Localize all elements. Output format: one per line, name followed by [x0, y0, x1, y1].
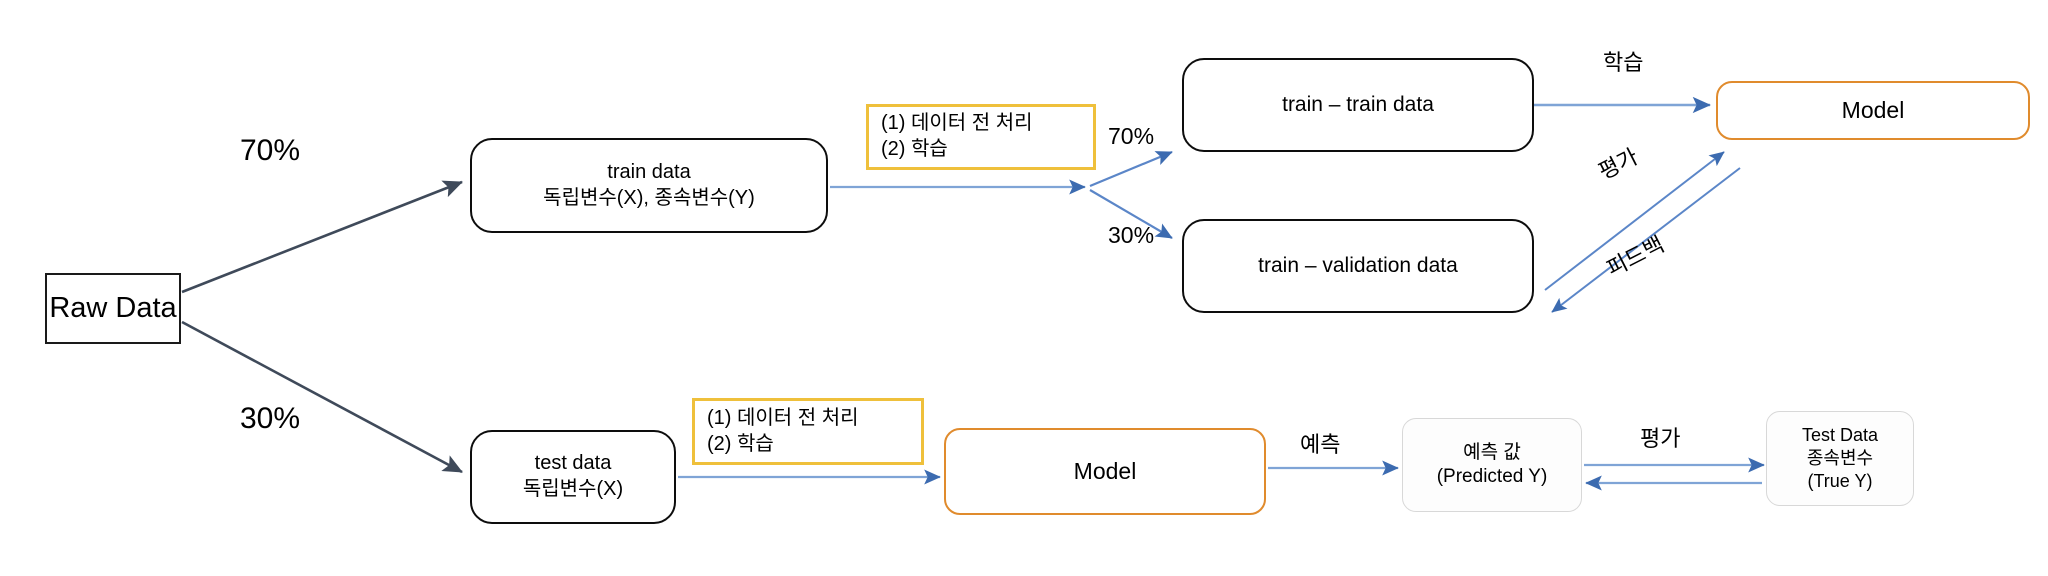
note-preprocess-top-line1: (1) 데이터 전 처리: [881, 112, 1033, 135]
edge-label-train-to-model: 학습: [1603, 50, 1644, 75]
note-preprocess-bottom-line1: (1) 데이터 전 처리: [707, 406, 859, 429]
edge-label-raw-to-test: 30%: [240, 402, 301, 435]
edge-label-evaluate: 평가: [1594, 143, 1642, 185]
node-true-y[interactable]: Test Data 종속변수 (True Y): [1766, 411, 1914, 506]
node-train-validation-data[interactable]: train – validation data: [1182, 219, 1534, 313]
node-model-bottom[interactable]: Model: [944, 428, 1266, 515]
test-data-line1: test data: [534, 452, 612, 475]
train-train-data-label: train – train data: [1282, 92, 1434, 116]
node-predicted-y[interactable]: 예측 값 (Predicted Y): [1402, 418, 1582, 512]
node-test-data[interactable]: test data 독립변수(X): [470, 430, 676, 524]
edge-label-predict-evaluate: 평가: [1640, 426, 1681, 451]
edge-label-predict: 예측: [1300, 432, 1341, 457]
arrow-raw-to-test: [181, 320, 463, 474]
node-train-data[interactable]: train data 독립변수(X), 종속변수(Y): [470, 138, 828, 233]
note-preprocess-bottom[interactable]: (1) 데이터 전 처리 (2) 학습: [692, 398, 924, 465]
train-data-line2: 독립변수(X), 종속변수(Y): [543, 186, 755, 209]
note-preprocess-top-line2: (2) 학습: [881, 138, 948, 160]
edge-label-raw-to-train: 70%: [240, 134, 301, 167]
true-y-line3: (True Y): [1807, 471, 1873, 492]
node-model-top[interactable]: Model: [1716, 81, 2030, 140]
arrow-raw-to-train: [181, 180, 463, 294]
train-validation-data-label: train – validation data: [1258, 253, 1458, 277]
note-preprocess-top[interactable]: (1) 데이터 전 처리 (2) 학습: [866, 104, 1096, 170]
train-data-line1: train data: [607, 160, 691, 183]
edge-label-split-70: 70%: [1108, 123, 1155, 149]
model-bottom-label: Model: [1073, 457, 1137, 484]
test-data-line2: 독립변수(X): [522, 478, 624, 500]
model-top-label: Model: [1841, 96, 1905, 123]
predicted-y-line1: 예측 값: [1463, 441, 1521, 463]
arrow-split-to-train-train: [1089, 150, 1173, 188]
predicted-y-line2: (Predicted Y): [1436, 466, 1548, 487]
edge-label-split-30: 30%: [1108, 222, 1155, 248]
node-train-train-data[interactable]: train – train data: [1182, 58, 1534, 152]
note-preprocess-bottom-line2: (2) 학습: [707, 432, 774, 455]
true-y-line1: Test Data: [1801, 424, 1879, 445]
true-y-line2: 종속변수: [1806, 447, 1874, 468]
raw-data-label: Raw Data: [49, 291, 177, 324]
node-raw-data[interactable]: Raw Data: [45, 273, 181, 344]
edge-label-feedback: 피드백: [1602, 231, 1669, 282]
